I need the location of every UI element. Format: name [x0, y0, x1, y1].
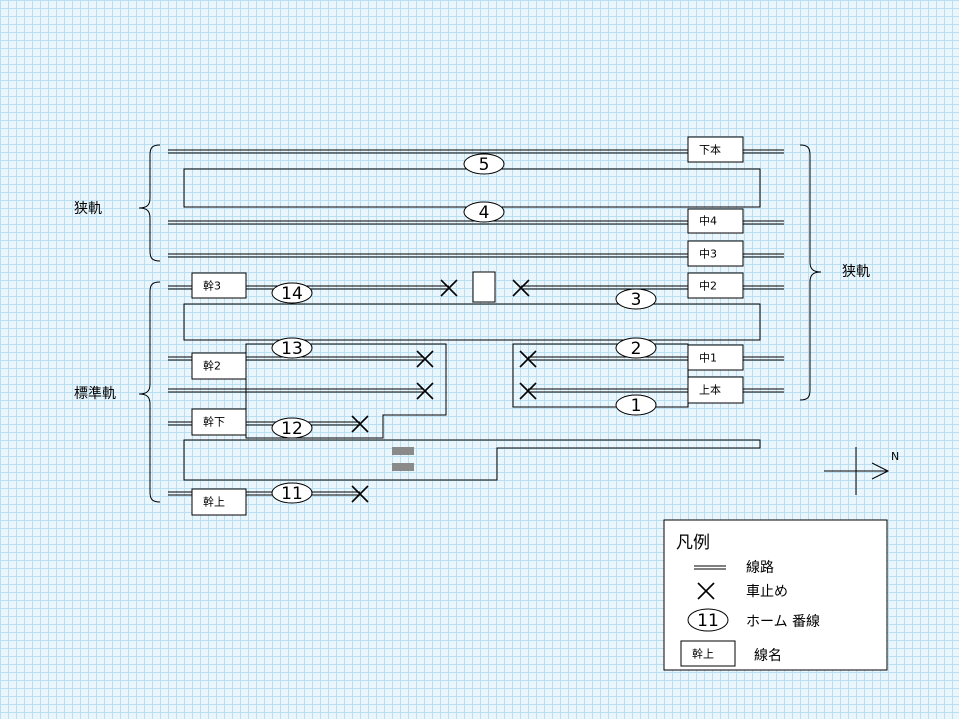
- track-naka1: [528, 356, 784, 361]
- buffer-stop: [512, 279, 530, 297]
- platform-3-oval: [615, 288, 657, 310]
- platform-5-oval: [463, 153, 505, 175]
- track-kamihon: [528, 388, 784, 393]
- line-name-naka1: 中1: [699, 352, 717, 365]
- line-name-kamihon: 上本: [699, 383, 721, 397]
- line-name-box-naka3: [687, 240, 744, 267]
- platform-11-oval: [271, 482, 313, 504]
- line-name-shimohon: 下本: [699, 143, 721, 157]
- platform-5-number: 5: [479, 155, 490, 175]
- buffer-stop: [519, 350, 537, 368]
- buffer-stop: [416, 382, 434, 400]
- line-name-box-kan3: [191, 272, 247, 299]
- line-name-box-shimohon: [687, 136, 744, 163]
- platform-1-2: [512, 343, 689, 408]
- line-name-box-naka4: [687, 208, 744, 234]
- legend-platform-label: ホーム 番線: [746, 614, 820, 630]
- legend-platform-oval: [687, 608, 729, 632]
- legend-name-sample: 幹上: [692, 647, 714, 661]
- narrow-gauge-right-label: 狭軌: [842, 264, 870, 280]
- line-name-box-naka1: [687, 344, 744, 371]
- legend-track-sample: [694, 565, 726, 570]
- line-name-kan2: 幹2: [203, 359, 221, 373]
- platform-14-number: 14: [281, 284, 303, 304]
- platform-2-number: 2: [631, 339, 642, 359]
- line-name-box-kan2: [191, 352, 247, 380]
- legend-track-label: 線路: [746, 560, 774, 576]
- track-unnamed-standard: [168, 388, 424, 393]
- legend-buffer-stop-label: 車止め: [746, 583, 788, 600]
- legend-line-name-label: 線名: [754, 648, 782, 664]
- legend-name-box: [680, 640, 736, 667]
- line-name-naka4: 中4: [699, 215, 717, 228]
- north-arrow-icon: [824, 447, 890, 495]
- brace-narrow-gauge-left: [138, 144, 161, 262]
- buffer-stop: [351, 415, 369, 433]
- platform-12-oval: [271, 417, 313, 439]
- line-name-naka2: 中2: [699, 280, 717, 293]
- north-label: N: [891, 450, 899, 463]
- platform-12-13: [245, 343, 447, 439]
- track-shimohon: [168, 149, 784, 154]
- narrow-gauge-left-label: 狭軌: [74, 201, 102, 217]
- brace-narrow-gauge-right: [799, 144, 822, 401]
- platform-13-number: 13: [281, 339, 303, 359]
- platform-12-number: 12: [281, 419, 303, 439]
- line-name-kanjo: 幹上: [203, 495, 225, 509]
- platform-4-number: 4: [479, 203, 490, 223]
- platform-13-oval: [271, 337, 313, 359]
- platform-11-12-1: [183, 439, 761, 481]
- platform-3-number: 3: [631, 290, 642, 310]
- platform-14-oval: [271, 282, 313, 304]
- station-structure-bottom: [392, 463, 414, 471]
- legend-title: 凡例: [676, 533, 710, 553]
- legend-platform-sample: 11: [697, 611, 719, 631]
- standard-gauge-label: 標準軌: [74, 386, 116, 402]
- track-naka3: [168, 253, 784, 258]
- line-name-kanshimo: 幹下: [203, 415, 225, 429]
- buffer-stop: [519, 382, 537, 400]
- small-building: [472, 271, 496, 303]
- brace-standard-gauge: [138, 281, 161, 503]
- line-name-box-kanshimo: [191, 408, 247, 436]
- line-name-box-naka2: [687, 272, 744, 299]
- platform-1-oval: [615, 394, 657, 416]
- station-structure-top: [392, 447, 414, 455]
- track-naka2: [521, 285, 784, 290]
- platform-2-oval: [615, 337, 657, 359]
- buffer-stop: [416, 350, 434, 368]
- buffer-stop: [351, 485, 369, 503]
- line-name-box-kamihon: [687, 376, 744, 404]
- platform-4-5: [183, 168, 761, 208]
- platform-1-number: 1: [631, 396, 642, 416]
- buffer-stop: [440, 279, 458, 297]
- legend-buffer-stop-icon: [697, 582, 715, 600]
- line-name-box-kanjo: [191, 488, 247, 516]
- line-name-naka3: 中3: [699, 248, 717, 261]
- line-name-kan3: 幹3: [203, 279, 221, 293]
- platform-4-oval: [463, 201, 505, 223]
- platform-11-number: 11: [281, 484, 303, 504]
- platform-3-14: [183, 303, 761, 341]
